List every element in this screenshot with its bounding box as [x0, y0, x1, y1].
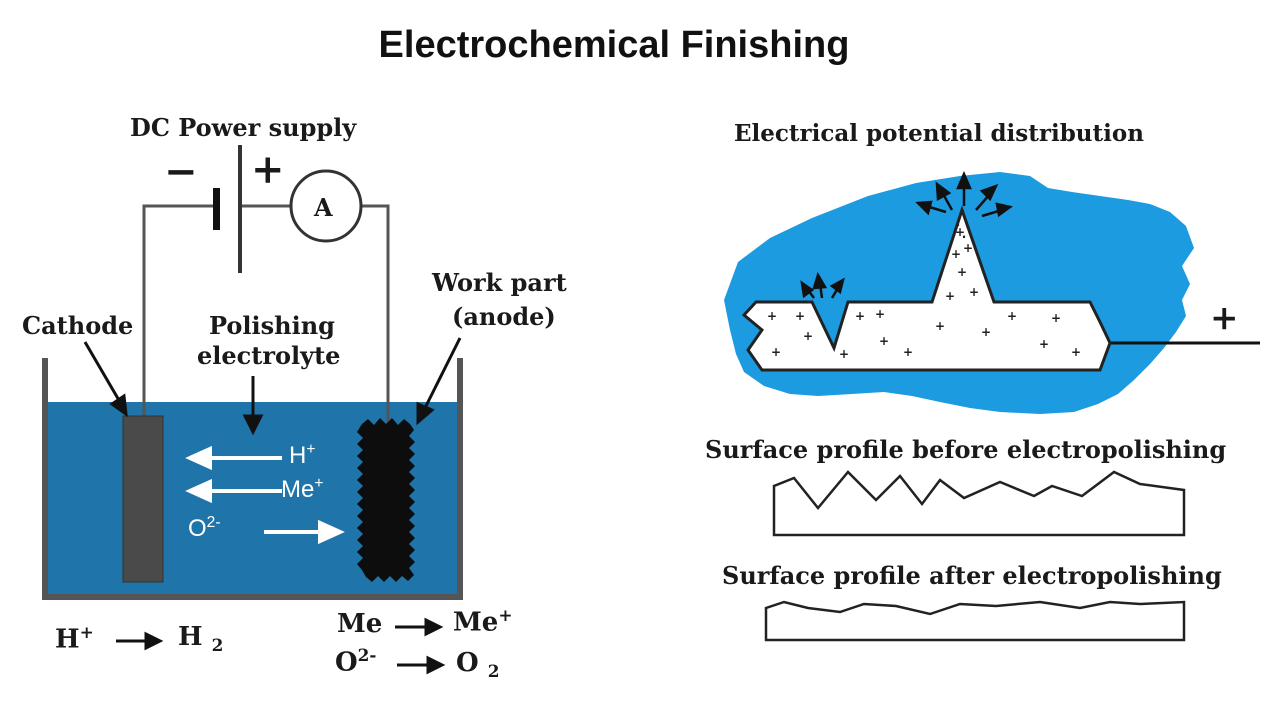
eq-anode2-rhs: O 2: [456, 648, 500, 682]
surface-profile-before: [772, 470, 1186, 537]
svg-text:+: +: [1071, 345, 1081, 359]
surface-profile-after: [764, 600, 1186, 642]
eq-anode1-lhs: Me: [337, 609, 383, 639]
battery-positive-plate: [238, 145, 242, 273]
potential-distribution-label: Electrical potential distribution: [734, 120, 1144, 147]
svg-text:+: +: [963, 241, 973, 255]
cathode: [122, 415, 164, 583]
positive-terminal-sign: +: [251, 146, 285, 193]
eq-anode2-lhs: O2-: [335, 645, 377, 678]
workpart-label-line1: Work part: [432, 268, 567, 297]
svg-text:+: +: [767, 309, 777, 323]
power-supply-label: DC Power supply: [130, 113, 357, 142]
field-arrows: [800, 170, 1013, 299]
ion-oxygen: O2-: [188, 514, 221, 542]
svg-text:+: +: [1051, 311, 1061, 325]
svg-text:+: +: [795, 309, 805, 323]
eq-cathode-lhs: H+: [55, 622, 94, 655]
workpiece-profile: [741, 205, 1112, 372]
svg-text:+: +: [981, 325, 991, 339]
svg-text:+: +: [1039, 337, 1049, 351]
svg-text:+: +: [951, 247, 961, 261]
svg-text:+: +: [803, 329, 813, 343]
svg-text:+: +: [955, 225, 965, 239]
profile-before-label: Surface profile before electropolishing: [705, 435, 1227, 464]
equation-arrows: [116, 617, 446, 675]
svg-text:+: +: [957, 265, 967, 279]
electrolyte-label-line2: electrolyte: [197, 341, 341, 370]
ammeter: [289, 169, 363, 243]
charge-marks: ++++ ++++ ++++ ++++ ++++ +..: [767, 215, 1081, 361]
electrolyte-label-line1: Polishing: [209, 311, 335, 340]
page-title: Electrochemical Finishing: [378, 24, 850, 66]
circuit-wires: [142, 204, 390, 424]
ion-metal: Me+: [281, 475, 324, 503]
ammeter-label: A: [314, 193, 333, 222]
svg-text:+: +: [935, 319, 945, 333]
svg-text:+: +: [969, 285, 979, 299]
ion-hydrogen: H+: [289, 441, 316, 469]
svg-text:+: +: [839, 347, 849, 361]
svg-text:.: .: [956, 215, 961, 229]
svg-text:+: +: [903, 345, 913, 359]
svg-text:+: +: [1007, 309, 1017, 323]
eq-cathode-rhs: H 2: [178, 622, 224, 656]
pointer-arrows: [83, 337, 462, 436]
svg-text:+: +: [945, 289, 955, 303]
svg-text:+: +: [771, 345, 781, 359]
anode-plus-sign: +: [1210, 298, 1239, 338]
svg-text:.: .: [962, 227, 967, 241]
workpart-label-line2: (anode): [452, 302, 556, 331]
ion-arrows: [185, 445, 345, 545]
eq-anode1-rhs: Me+: [453, 605, 513, 638]
cathode-label: Cathode: [22, 311, 134, 340]
svg-text:+: +: [875, 307, 885, 321]
svg-text:+: +: [855, 309, 865, 323]
battery-negative-plate: [213, 188, 220, 230]
svg-text:+: +: [879, 334, 889, 348]
negative-terminal-sign: −: [164, 148, 198, 195]
profile-after-label: Surface profile after electropolishing: [722, 561, 1222, 590]
anode-workpart: [357, 418, 415, 582]
